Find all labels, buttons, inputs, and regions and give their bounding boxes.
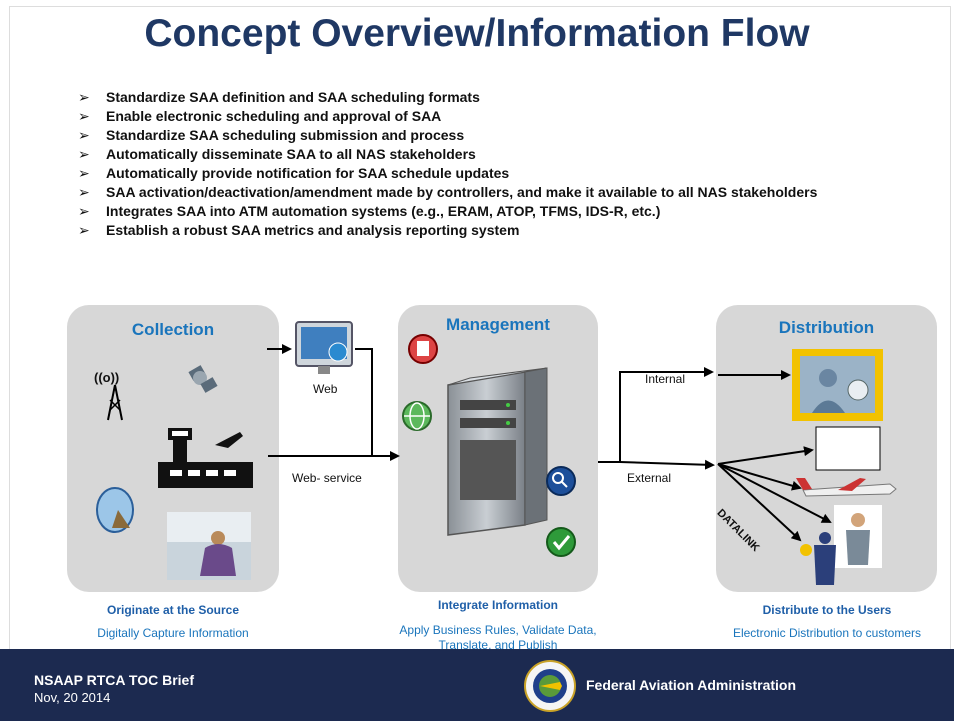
- pilots-photo-icon: [800, 505, 882, 585]
- footer-agency: Federal Aviation Administration: [586, 677, 797, 693]
- globe-icon: [402, 401, 432, 431]
- signal-label: ((o)): [94, 370, 120, 385]
- computer-monitor-icon: [295, 321, 353, 374]
- arrow-external: [619, 459, 715, 470]
- collection-title: Collection: [131, 320, 215, 339]
- bullet-arrow-icon: ➢: [78, 89, 90, 105]
- bullet-arrow-icon: ➢: [78, 184, 90, 200]
- pilot-photo-icon: [167, 512, 251, 580]
- footer-bar: [0, 649, 954, 721]
- slide-title: Concept Overview/Information Flow: [144, 12, 810, 55]
- management-caption-bold: Integrate Information: [437, 598, 558, 612]
- arrow-to-screen: [717, 446, 814, 465]
- server-icon: [447, 367, 548, 536]
- bullet-item: ➢Automatically disseminate SAA to all NA…: [78, 146, 476, 162]
- bullet-item: ➢Enable electronic scheduling and approv…: [78, 108, 442, 124]
- footer-brief-title: NSAAP RTCA TOC Brief: [34, 672, 194, 688]
- radio-tower-icon: [107, 384, 123, 421]
- collection-caption: Digitally Capture Information: [97, 626, 249, 640]
- arrow-to-airliner: [717, 463, 802, 491]
- external-label: External: [627, 471, 672, 485]
- bullet-arrow-icon: ➢: [78, 108, 90, 124]
- bullet-item: ➢Integrates SAA into ATM automation syst…: [78, 203, 661, 219]
- search-icon: [546, 466, 576, 496]
- internal-label: Internal: [645, 372, 686, 386]
- distribution-caption: Electronic Distribution to customers: [732, 626, 922, 640]
- bullet-item: ➢Standardize SAA definition and SAA sche…: [78, 89, 480, 105]
- collection-caption-bold: Originate at the Source: [106, 603, 240, 617]
- bullet-list: ➢Standardize SAA definition and SAA sche…: [78, 88, 878, 240]
- arrow-to-pilots: [717, 463, 832, 523]
- management-caption: Apply Business Rules, Validate Data, Tra…: [399, 623, 597, 652]
- satellite-icon: [188, 365, 218, 393]
- web-label: Web: [313, 382, 338, 396]
- bullet-item: ➢SAA activation/deactivation/amendment m…: [78, 184, 818, 200]
- arrow-datalink: [717, 463, 802, 542]
- arrow-internal: [619, 367, 714, 462]
- bullet-item: ➢Automatically provide notification for …: [78, 165, 510, 181]
- bullet-arrow-icon: ➢: [78, 203, 90, 219]
- bullet-arrow-icon: ➢: [78, 146, 90, 162]
- screen-icon: [815, 426, 881, 471]
- checkmark-icon: [546, 527, 576, 557]
- distribution-title: Distribution: [778, 318, 875, 337]
- faa-seal-icon: [524, 660, 576, 712]
- web-connector: [355, 348, 373, 456]
- bullet-arrow-icon: ➢: [78, 222, 90, 238]
- airport-tower-icon: [158, 428, 253, 488]
- satellite-dish-icon: [96, 487, 134, 533]
- bullet-arrow-icon: ➢: [78, 127, 90, 143]
- airliner-icon: [796, 478, 897, 497]
- controller-photo-icon: [792, 349, 883, 421]
- bullet-arrow-icon: ➢: [78, 165, 90, 181]
- distribution-caption-bold: Distribute to the Users: [762, 603, 892, 617]
- management-title: Management: [446, 315, 550, 334]
- clipboard-icon: [408, 334, 438, 364]
- bullet-item: ➢Standardize SAA scheduling submission a…: [78, 127, 465, 143]
- web-service-label: Web- service: [292, 471, 362, 485]
- bullet-item: ➢Establish a robust SAA metrics and anal…: [78, 222, 520, 238]
- footer-date: Nov, 20 2014: [34, 690, 111, 705]
